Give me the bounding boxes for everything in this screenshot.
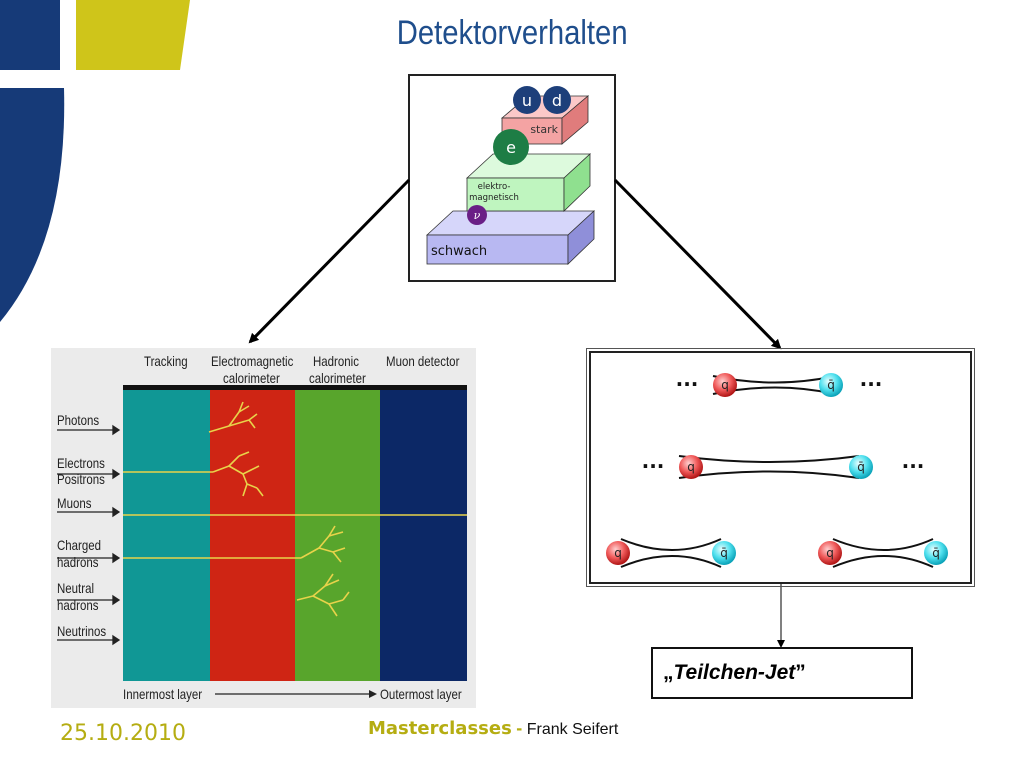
column-hadronic-line2: calorimeter [309, 370, 366, 386]
logo-blue-arc [0, 88, 65, 322]
em-layer-label-line1: elektro- [478, 182, 511, 192]
jet-label-text: Teilchen-Jet [673, 661, 796, 684]
column-hadronic-line1: Hadronic [313, 353, 359, 369]
antiquark-row1-label: q̄ [827, 378, 835, 392]
up-quark-icon [513, 86, 541, 114]
neutrino-icon [467, 205, 487, 225]
up-quark-label: u [522, 91, 532, 110]
string-row3-right-top [832, 538, 934, 551]
quark-row1-label: q [721, 378, 729, 392]
electron-shower [212, 451, 264, 497]
logo-decoration [0, 0, 190, 322]
jet-label-box: „Teilchen-Jet” [651, 647, 913, 699]
neutral-hadron-shower [296, 573, 350, 617]
particle-label-neutral: Neutral [57, 580, 95, 596]
charged-hadron-shower [300, 525, 346, 563]
footer-credit: Masterclasses - Frank Seifert [368, 718, 618, 739]
em-block-front [466, 177, 565, 212]
dots-row1-left: ··· [676, 372, 699, 396]
string-box: q q̄ q q̄ q q̄ q q̄ ··· ··· ··· ··· [586, 348, 975, 587]
antiquark-row1-icon [819, 373, 843, 397]
jet-quote-close: ” [795, 661, 806, 684]
particle-label-charged-hadrons: hadrons [57, 554, 99, 570]
muon-detector-layer [380, 390, 467, 681]
string-row3-right-bottom [832, 555, 934, 568]
arrow-to-string [613, 178, 782, 350]
particle-label-charged: Charged [57, 537, 102, 553]
string-row3-left-top [620, 538, 722, 551]
quark-row1-icon [713, 373, 737, 397]
jet-quote-open: „ [663, 661, 674, 684]
jet-label: „Teilchen-Jet” [663, 661, 806, 684]
column-em-line1: Electromagnetic [211, 353, 294, 369]
slide-title: Detektorverhalten [396, 14, 628, 52]
down-quark-label: d [552, 91, 562, 110]
quark-row3b-label: q [826, 546, 834, 560]
detector-top-bar [123, 385, 467, 390]
forces-diagram: u d e ν stark elektro- magnetisch schwac… [425, 86, 596, 265]
particle-label-photons: Photons [57, 412, 100, 428]
strong-block-side [561, 95, 589, 145]
particle-label-neutrinos: Neutrinos [57, 623, 107, 639]
antiquark-row3a-label: q̄ [720, 546, 728, 560]
weak-block-side [567, 210, 595, 265]
antiquark-row3b-label: q̄ [932, 546, 940, 560]
string-row2-top [678, 455, 860, 463]
forces-box: u d e ν stark elektro- magnetisch schwac… [408, 74, 616, 282]
antiquark-row2-label: q̄ [857, 460, 865, 474]
strong-layer-label: stark [530, 123, 558, 136]
logo-yellow-block [76, 0, 190, 70]
string-row2-bottom [678, 470, 860, 479]
dots-row2-right: ··· [902, 454, 925, 478]
electron-icon [493, 129, 529, 165]
weak-block-top [425, 210, 596, 236]
neutrino-label: ν [474, 209, 481, 222]
quark-row3a-label: q [614, 546, 622, 560]
em-layer-label-line2: magnetisch [469, 193, 519, 203]
photon-shower [208, 401, 258, 433]
column-tracking: Tracking [144, 353, 188, 369]
particle-label-positrons: Positrons [57, 471, 105, 487]
electron-label: e [506, 138, 516, 157]
particle-label-muons: Muons [57, 495, 92, 511]
down-quark-icon [543, 86, 571, 114]
particle-label-neutral-hadrons: hadrons [57, 597, 99, 613]
detector-schematic: Tracking Electromagnetic calorimeter Had… [51, 348, 476, 708]
hadronic-calorimeter-layer [295, 390, 380, 681]
column-muon: Muon detector [386, 353, 460, 369]
em-block-side [563, 153, 591, 212]
quark-row3b-icon [818, 541, 842, 565]
quark-row3a-icon [606, 541, 630, 565]
footer-event: Masterclasses [368, 718, 512, 739]
footer-author: Frank Seifert [526, 721, 619, 738]
dots-row1-right: ··· [860, 372, 883, 396]
antiquark-row3b-icon [924, 541, 948, 565]
axis-outermost-label: Outermost layer [380, 686, 462, 702]
string-diagram: q q̄ q q̄ q q̄ q q̄ ··· ··· ··· ··· [606, 372, 948, 568]
arrow-to-detector [248, 178, 411, 344]
column-em-line2: calorimeter [223, 370, 280, 386]
weak-layer-label: schwach [431, 244, 487, 259]
particle-tracks [57, 401, 467, 698]
tracking-layer [123, 390, 210, 681]
antiquark-row2-icon [849, 455, 873, 479]
quark-row2-icon [679, 455, 703, 479]
string-row3-left-bottom [620, 555, 722, 568]
footer-separator: - [516, 718, 523, 738]
antiquark-row3a-icon [712, 541, 736, 565]
particle-label-electrons: Electrons [57, 455, 105, 471]
dots-row2-left: ··· [642, 454, 665, 478]
weak-block-front [426, 234, 569, 265]
footer-date: 25.10.2010 [60, 721, 186, 746]
axis-innermost-label: Innermost layer [123, 686, 203, 702]
quark-row2-label: q [687, 460, 695, 474]
logo-blue-block [0, 0, 60, 70]
em-calorimeter-layer [210, 390, 295, 681]
